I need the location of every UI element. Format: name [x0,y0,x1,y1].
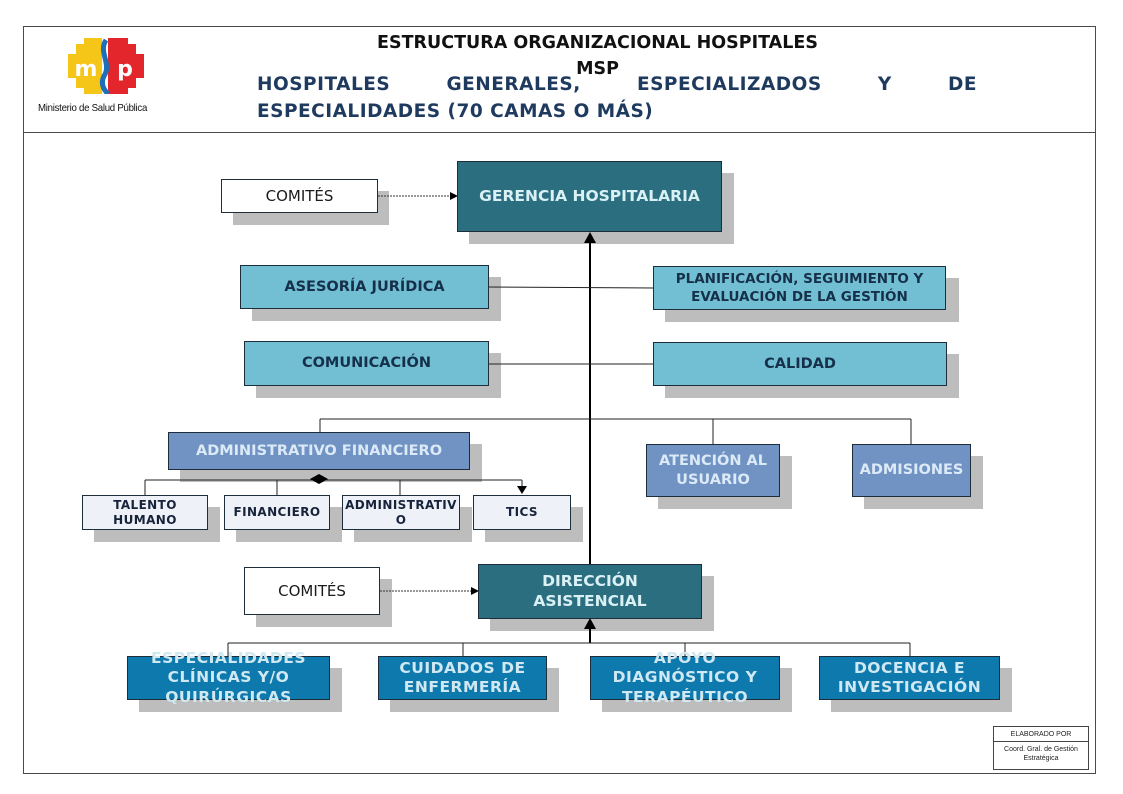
comunicacion-box[interactable]: COMUNICACIÓN [244,341,489,386]
subtitle-word: ESPECIALIZADOS [636,74,822,95]
planificacion-box[interactable]: PLANIFICACIÓN, SEGUIMIENTO Y EVALUACIÓN … [653,266,946,310]
administrativo-financiero-label: ADMINISTRATIVO FINANCIERO [195,442,443,459]
direccion-asistencial-box[interactable]: DIRECCIÓN ASISTENCIAL [478,564,702,619]
comites-top-box[interactable]: COMITÉS [221,179,378,213]
atencion-usuario-label: ATENCIÓN AL USUARIO [658,453,768,488]
page-title-msp: MSP [576,59,619,79]
subtitle-word: Y [877,74,892,95]
tics-box[interactable]: TICS [473,495,571,530]
especialidades-box[interactable]: ESPECIALIDADES CLÍNICAS Y/O QUIRÚRGICAS [127,649,330,706]
logo-caption: Ministerio de Salud Pública [38,102,148,114]
cuidados-enfermeria-label: CUIDADOS DE ENFERMERÍA [399,658,526,696]
admisiones-label: ADMISIONES [859,462,964,479]
gerencia-hospitalaria-box[interactable]: GERENCIA HOSPITALARIA [457,161,722,232]
cuidados-enfermeria-box[interactable]: CUIDADOS DE ENFERMERÍA [378,656,547,700]
apoyo-diagnostico-label: APOYO DIAGNÓSTICO Y TERAPÉUTICO [612,648,758,706]
administrativo-label: ADMINISTRATIV O [345,497,457,527]
especialidades-label: ESPECIALIDADES CLÍNICAS Y/O QUIRÚRGICAS [151,648,306,706]
subtitle-line-1: HOSPITALES GENERALES, ESPECIALIZADOS Y D… [257,74,977,95]
logo-blue-swoosh [99,38,110,94]
administrativo-box[interactable]: ADMINISTRATIV O [342,495,460,530]
gerencia-hospitalaria-label: GERENCIA HOSPITALARIA [479,186,700,205]
direccion-asistencial-label: DIRECCIÓN ASISTENCIAL [533,572,647,610]
administrativo-financiero-box[interactable]: ADMINISTRATIVO FINANCIERO [168,432,470,470]
talento-humano-label: TALENTO HUMANO [113,497,177,527]
subtitle-word: GENERALES, [446,74,581,95]
asesoria-juridica-box[interactable]: ASESORÍA JURÍDICA [240,265,489,309]
page-title: ESTRUCTURA ORGANIZACIONAL HOSPITALES [377,33,818,53]
tics-label: TICS [506,505,538,519]
docencia-investigacion-label: DOCENCIA E INVESTIGACIÓN [837,658,982,696]
stamp-label: ELABORADO POR [994,727,1088,742]
comunicacion-label: COMUNICACIÓN [301,355,432,372]
comites-top-label: COMITÉS [265,186,334,205]
logo-red-shape [108,38,144,94]
financiero-label: FINANCIERO [233,505,321,519]
page-frame [23,26,1096,774]
comites-bottom-box[interactable]: COMITÉS [244,567,380,615]
logo-yellow-shape [68,38,102,94]
apoyo-diagnostico-box[interactable]: APOYO DIAGNÓSTICO Y TERAPÉUTICO [590,649,780,706]
svg-text:m: m [75,57,98,82]
header-divider [23,132,1096,133]
financiero-box[interactable]: FINANCIERO [224,495,330,530]
subtitle-line-2: ESPECIALIDADES (70 CAMAS O MÁS) [257,101,654,122]
subtitle-word: HOSPITALES [257,74,391,95]
admisiones-box[interactable]: ADMISIONES [852,444,971,497]
asesoria-juridica-label: ASESORÍA JURÍDICA [284,278,445,295]
docencia-investigacion-box[interactable]: DOCENCIA E INVESTIGACIÓN [819,656,1000,700]
calidad-box[interactable]: CALIDAD [653,342,947,386]
atencion-usuario-box[interactable]: ATENCIÓN AL USUARIO [646,444,780,497]
comites-bottom-label: COMITÉS [278,581,346,600]
planificacion-label: PLANIFICACIÓN, SEGUIMIENTO Y EVALUACIÓN … [675,270,924,305]
calidad-label: CALIDAD [764,355,836,372]
msp-logo: m p [68,38,144,94]
stamp-author: Coord. Gral. de Gestión Estratégica [1004,746,1078,763]
elaborado-por-stamp: ELABORADO POR Coord. Gral. de Gestión Es… [993,726,1089,770]
svg-text:p: p [117,57,133,82]
subtitle-word: DE [948,74,977,95]
talento-humano-box[interactable]: TALENTO HUMANO [82,495,208,530]
